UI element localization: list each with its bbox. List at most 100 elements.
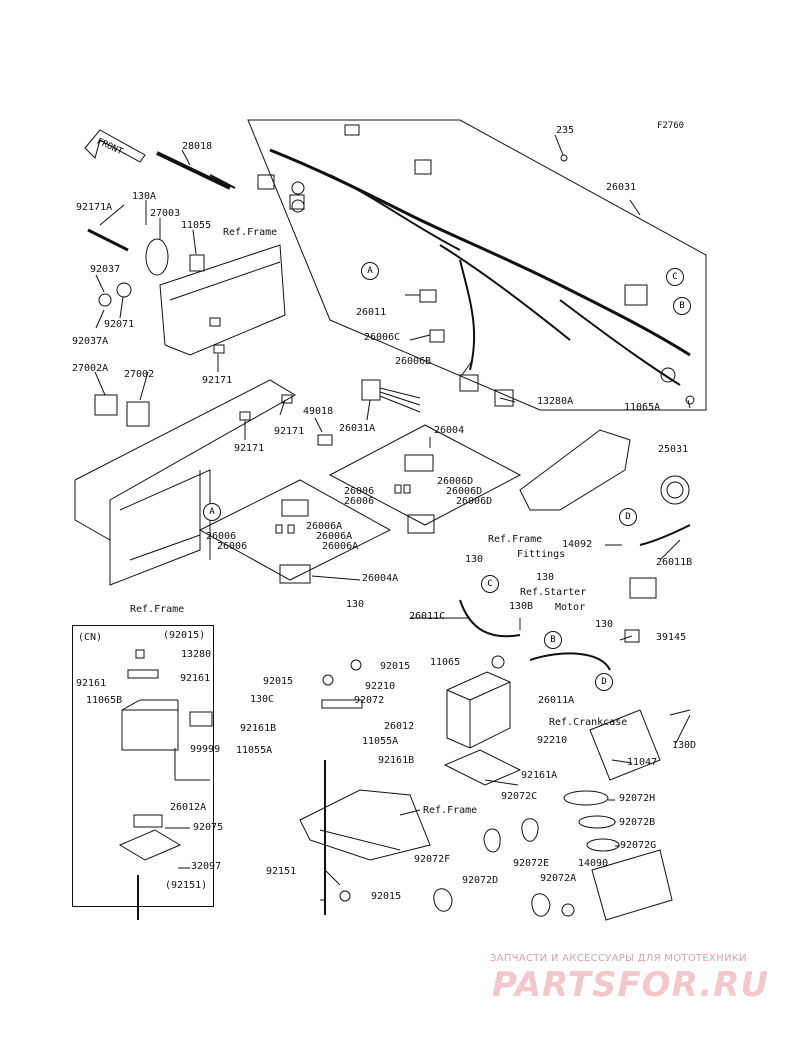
part-label: 27002 <box>124 369 155 380</box>
part-label: 92072D <box>462 875 499 886</box>
callout-c-harness: C <box>666 268 684 286</box>
fuse-box-outline-2 <box>198 479 392 581</box>
part-label: 11065B <box>86 695 123 706</box>
part-label: 92161B <box>378 755 415 766</box>
part-label: 92210 <box>537 735 568 746</box>
part-label: 14090 <box>578 858 609 869</box>
part-label: 26011B <box>656 557 693 568</box>
ref-label: Fittings <box>517 549 566 560</box>
callout-d-starter: D <box>619 508 637 526</box>
part-label: 26006D <box>446 486 483 497</box>
part-label: 26031 <box>606 182 637 193</box>
figure-code: F2760 <box>657 121 685 131</box>
part-label: 92161 <box>76 678 107 689</box>
part-label: 99999 <box>190 744 221 755</box>
part-label: 130 <box>465 554 484 565</box>
crankcase-cover <box>519 429 631 511</box>
part-label: 92037 <box>90 264 121 275</box>
ref-label: Ref.Starter <box>520 587 587 598</box>
part-label: 92151 <box>266 866 297 877</box>
part-label: (92151) <box>165 880 208 891</box>
fuse-box-outline-1 <box>328 424 522 526</box>
part-label: 11055A <box>236 745 273 756</box>
part-label: 26004 <box>434 425 465 436</box>
part-label: 92072E <box>513 858 550 869</box>
part-label: 92171A <box>76 202 113 213</box>
part-label: 130A <box>132 191 157 202</box>
frame-upper <box>159 244 286 356</box>
part-label: 26006B <box>395 356 432 367</box>
part-label: 92072A <box>540 873 577 884</box>
ref-label: Ref.Crankcase <box>549 717 628 728</box>
part-label: 235 <box>556 125 575 136</box>
part-label: 26012 <box>384 721 415 732</box>
cn-variant-box <box>72 625 214 907</box>
harness-outline <box>247 119 707 411</box>
part-label: 27002A <box>72 363 109 374</box>
part-label: 26011C <box>409 611 446 622</box>
part-label: 49018 <box>303 406 334 417</box>
ref-label: Motor <box>555 602 586 613</box>
ref-label: Ref.Frame <box>223 227 278 238</box>
ref-label: Ref.Frame <box>423 805 478 816</box>
callout-a-harness: A <box>361 262 379 280</box>
part-label: 26004A <box>362 573 399 584</box>
part-label: 11055A <box>362 736 399 747</box>
part-label: 92072F <box>414 854 451 865</box>
part-label: 26006 <box>217 541 248 552</box>
part-label: 92072C <box>501 791 538 802</box>
part-label: 92161B <box>240 723 277 734</box>
part-label: 92072 <box>354 695 385 706</box>
part-label: 11065 <box>430 657 461 668</box>
part-label: 92072G <box>620 840 657 851</box>
part-label: 26011 <box>356 307 387 318</box>
part-label: 11047 <box>627 757 658 768</box>
part-label: 92015 <box>380 661 411 672</box>
part-label: 13280 <box>181 649 212 660</box>
part-label: 39145 <box>656 632 687 643</box>
callout-b-cable: B <box>544 631 562 649</box>
part-label: 11065A <box>624 402 661 413</box>
frame-lower <box>299 789 431 861</box>
part-label: 92071 <box>104 319 135 330</box>
part-label: 26011A <box>538 695 575 706</box>
part-label: 26031A <box>339 423 376 434</box>
part-label: 92171 <box>274 426 305 437</box>
part-label: 26006A <box>306 521 343 532</box>
callout-b-harness: B <box>673 297 691 315</box>
callout-d-cable: D <box>595 673 613 691</box>
part-label: 130B <box>509 601 534 612</box>
part-label: 26006A <box>316 531 353 542</box>
part-label: 92210 <box>365 681 396 692</box>
part-label: 92015 <box>371 891 402 902</box>
part-label: 26006C <box>364 332 401 343</box>
part-label: 92015 <box>263 676 294 687</box>
part-label: 26006D <box>456 496 493 507</box>
part-label: 92161 <box>180 673 211 684</box>
part-label: 130 <box>346 599 365 610</box>
part-label: 130C <box>250 694 275 705</box>
part-label: 25031 <box>658 444 689 455</box>
part-label: 14092 <box>562 539 593 550</box>
frame-middle <box>74 379 296 586</box>
cn-label: (CN) <box>78 632 103 643</box>
callout-a-frame: A <box>203 503 221 521</box>
front-arrow-shape <box>84 129 146 163</box>
battery <box>446 671 511 749</box>
ref-label: Ref.Frame <box>130 604 185 615</box>
part-label: 13280A <box>537 396 574 407</box>
part-label: 92037A <box>72 336 109 347</box>
part-label: 26006 <box>344 496 375 507</box>
part-label: 130 <box>595 619 614 630</box>
wire-harness <box>269 148 691 357</box>
callout-c-cable: C <box>481 575 499 593</box>
part-label: (92015) <box>163 630 206 641</box>
part-label: 92171 <box>234 443 265 454</box>
part-label: 26006 <box>206 531 237 542</box>
part-label: 92075 <box>193 822 224 833</box>
ref-label: Ref.Frame <box>488 534 543 545</box>
part-label: 130D <box>672 740 697 751</box>
part-label: 92072B <box>619 817 656 828</box>
